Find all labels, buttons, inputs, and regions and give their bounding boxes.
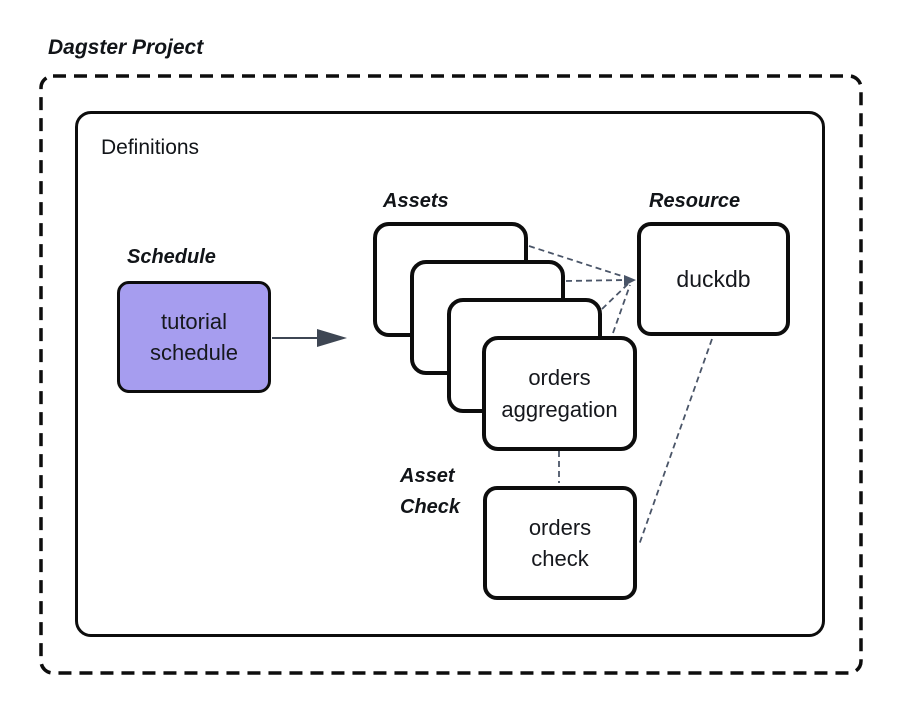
resource-label: Resource xyxy=(649,190,741,212)
node-orders-aggregation: orders aggregation xyxy=(482,336,637,451)
node-tutorial-schedule: tutorial schedule xyxy=(117,281,271,393)
assets-label: Assets xyxy=(383,190,449,212)
project-title: Dagster Project xyxy=(48,36,204,59)
definitions-label: Definitions xyxy=(101,136,200,159)
node-orders-check: orders check xyxy=(483,486,637,600)
schedule-label: Schedule xyxy=(127,246,216,268)
node-duckdb: duckdb xyxy=(637,222,790,336)
asset-check-label: Asset Check xyxy=(400,465,461,518)
